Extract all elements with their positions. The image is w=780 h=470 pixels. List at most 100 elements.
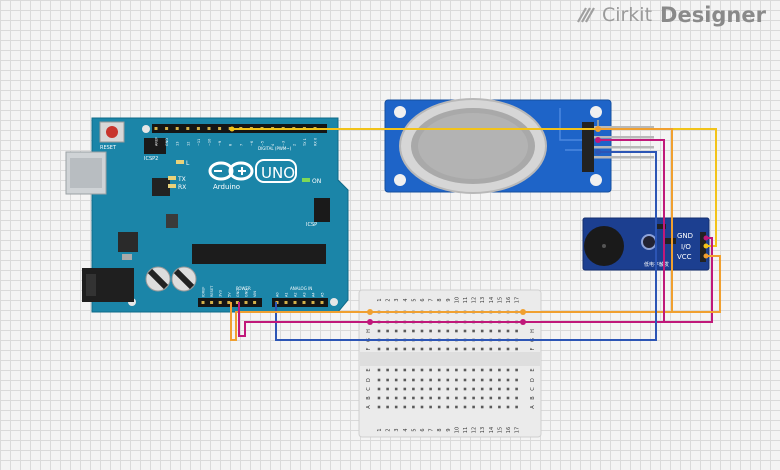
breadboard-hole[interactable] [463,329,467,333]
breadboard-hole[interactable] [472,405,475,409]
breadboard-hole[interactable] [455,329,458,333]
breadboard-hole[interactable] [377,368,381,372]
breadboard-hole[interactable] [394,368,398,372]
analog-pin[interactable] [284,301,288,304]
breadboard-hole[interactable] [446,396,450,400]
breadboard-hole[interactable] [437,405,441,409]
breadboard-hole[interactable] [455,387,458,391]
breadboard-hole[interactable] [386,368,389,372]
breadboard-hole[interactable] [498,347,501,351]
breadboard-hole[interactable] [472,396,475,400]
digital-pin[interactable] [175,127,179,130]
power-pin[interactable] [201,301,205,304]
breadboard-hole[interactable] [386,387,389,391]
breadboard-hole[interactable] [429,368,432,372]
breadboard-hole[interactable] [437,347,441,351]
breadboard-hole[interactable] [506,405,510,409]
breadboard-hole[interactable] [463,368,467,372]
breadboard-hole[interactable] [463,387,467,391]
breadboard-hole[interactable] [446,387,450,391]
digital-pin[interactable] [165,127,169,130]
breadboard-hole[interactable] [377,329,381,333]
breadboard-hole[interactable] [394,347,398,351]
breadboard-hole[interactable] [420,378,424,382]
wire-magenta-sensor-gnd[interactable] [523,139,665,323]
breadboard-hole[interactable] [429,405,432,409]
digital-pin[interactable] [218,127,222,130]
breadboard-hole[interactable] [386,329,389,333]
breadboard-hole[interactable] [437,396,441,400]
breadboard-hole[interactable] [377,405,381,409]
breadboard-hole[interactable] [515,387,518,391]
breadboard-hole[interactable] [394,405,398,409]
power-pin[interactable] [227,301,231,304]
analog-pin[interactable] [320,301,324,304]
breadboard-hole[interactable] [394,396,398,400]
breadboard-hole[interactable] [489,347,493,351]
breadboard-hole[interactable] [515,347,518,351]
breadboard-hole[interactable] [489,368,493,372]
wire-orange-sensor-vcc[interactable] [523,128,673,313]
breadboard-hole[interactable] [463,347,467,351]
breadboard-hole[interactable] [446,405,450,409]
breadboard-hole[interactable] [498,378,501,382]
breadboard-hole[interactable] [498,329,501,333]
breadboard-hole[interactable] [472,378,475,382]
breadboard-hole[interactable] [506,329,510,333]
analog-pin[interactable] [302,301,306,304]
breadboard-hole[interactable] [515,378,518,382]
analog-header[interactable] [272,298,328,307]
breadboard-hole[interactable] [437,368,441,372]
wire-magenta-buzzer-gnd[interactable] [664,237,713,323]
breadboard-hole[interactable] [403,378,407,382]
power-pin[interactable] [253,301,257,304]
breadboard-hole[interactable] [386,405,389,409]
breadboard-hole[interactable] [498,405,501,409]
breadboard-hole[interactable] [498,387,501,391]
breadboard-hole[interactable] [403,396,407,400]
breadboard-hole[interactable] [463,378,467,382]
breadboard-hole[interactable] [489,396,493,400]
breadboard-hole[interactable] [455,378,458,382]
breadboard-hole[interactable] [480,347,484,351]
breadboard-hole[interactable] [420,396,424,400]
breadboard-hole[interactable] [412,387,415,391]
digital-pin[interactable] [207,127,211,130]
breadboard-hole[interactable] [412,329,415,333]
breadboard-hole[interactable] [386,396,389,400]
breadboard-hole[interactable] [446,329,450,333]
breadboard-hole[interactable] [403,387,407,391]
breadboard-hole[interactable] [480,378,484,382]
wire-blue-sensor-analog[interactable] [275,151,657,341]
power-pin[interactable] [218,301,222,304]
breadboard-hole[interactable] [429,329,432,333]
breadboard-hole[interactable] [480,329,484,333]
power-pin[interactable] [244,301,248,304]
breadboard-hole[interactable] [515,329,518,333]
breadboard-hole[interactable] [472,368,475,372]
buzzer-module[interactable]: GND I/O VCC 低电平触发 [582,217,710,271]
breadboard-hole[interactable] [377,347,381,351]
breadboard-hole[interactable] [472,329,475,333]
breadboard-hole[interactable] [472,387,475,391]
breadboard-hole[interactable] [480,396,484,400]
breadboard-hole[interactable] [420,329,424,333]
breadboard-hole[interactable] [506,347,510,351]
breadboard-hole[interactable] [455,368,458,372]
breadboard-hole[interactable] [429,347,432,351]
breadboard-hole[interactable] [455,347,458,351]
analog-pin[interactable] [311,301,315,304]
breadboard-hole[interactable] [420,347,424,351]
breadboard-hole[interactable] [437,329,441,333]
breadboard-hole[interactable] [429,378,432,382]
breadboard-hole[interactable] [506,396,510,400]
breadboard-hole[interactable] [506,368,510,372]
digital-pin[interactable] [196,127,200,130]
digital-pin[interactable] [186,127,190,130]
breadboard-hole[interactable] [446,368,450,372]
breadboard-hole[interactable] [463,405,467,409]
breadboard-hole[interactable] [437,378,441,382]
breadboard-hole[interactable] [429,396,432,400]
breadboard-hole[interactable] [463,396,467,400]
